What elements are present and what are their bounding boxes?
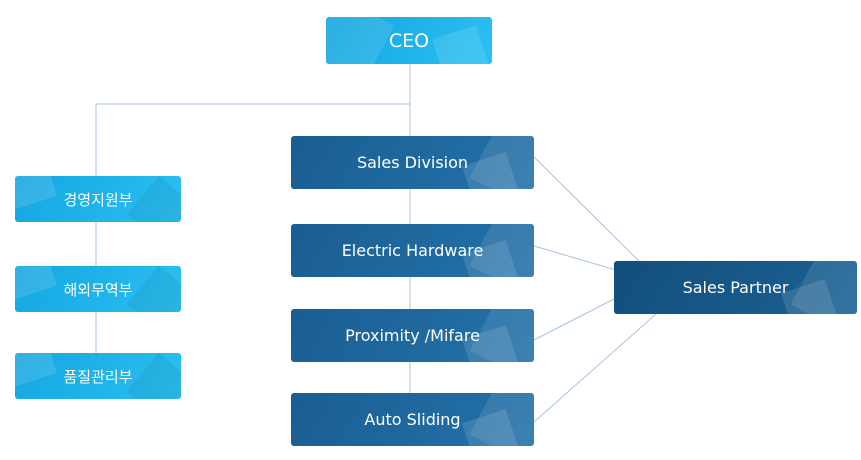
partner-link-auto-sliding [533,313,657,423]
division-label: Auto Sliding [364,410,461,429]
sales-partner-label: Sales Partner [682,278,789,297]
department-label: 품질관리부 [63,367,133,386]
department-box-quality-control: 품질관리부 [15,353,181,399]
division-box-auto-sliding: Auto Sliding [291,393,534,446]
division-label: Electric Hardware [341,241,484,260]
division-box-electric-hardware: Electric Hardware [291,224,534,277]
ceo-box: CEO [326,17,492,64]
department-label: 해외무역부 [63,280,133,299]
partner-link-proximity-mifare [533,297,617,341]
division-label: Sales Division [356,153,469,172]
department-label: 경영지원부 [63,190,133,209]
division-box-proximity-mifare: Proximity /Mifare [291,309,534,362]
division-label: Proximity /Mifare [345,326,480,345]
department-box-overseas-trade: 해외무역부 [15,266,181,312]
ceo-label: CEO [388,29,430,52]
sales-partner-box: Sales Partner [614,261,857,314]
partner-link-sales-division [533,156,641,263]
partner-link-electric-hardware [533,245,617,271]
division-box-sales-division: Sales Division [291,136,534,189]
department-box-management-support: 경영지원부 [15,176,181,222]
